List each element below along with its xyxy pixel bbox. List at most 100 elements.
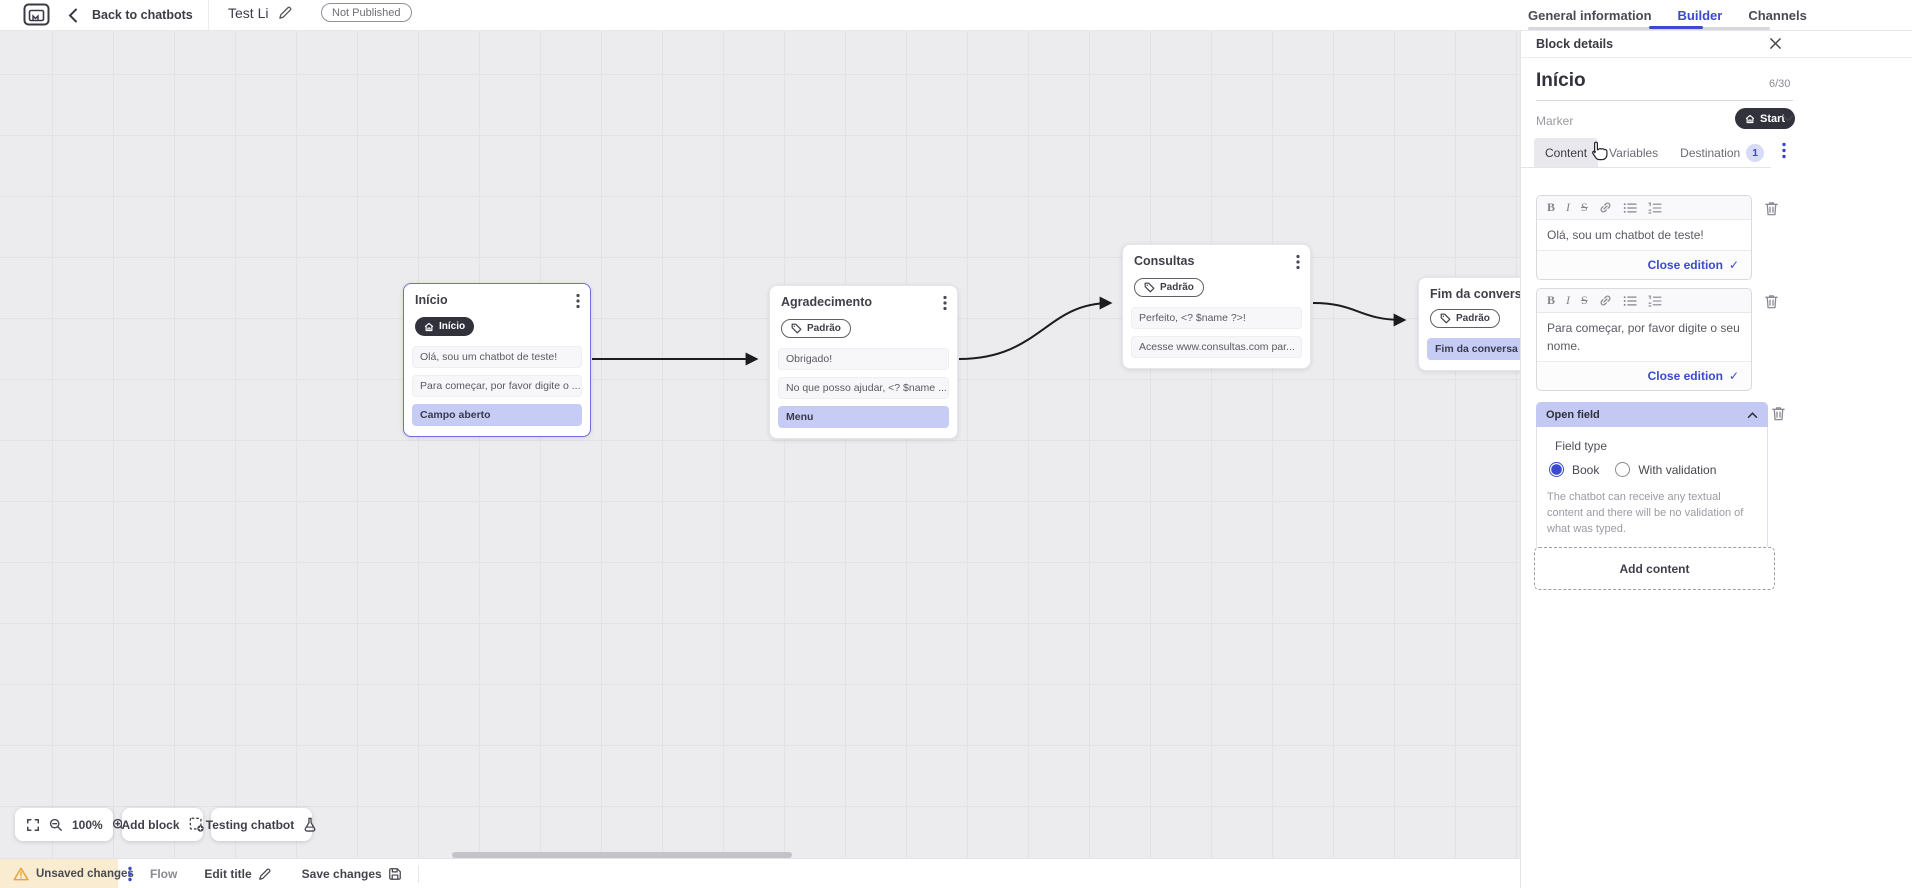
back-to-chatbots-button[interactable]: Back to chatbots bbox=[68, 0, 193, 30]
italic-icon[interactable]: I bbox=[1566, 200, 1571, 214]
top-bar: Back to chatbots Test Li Not Published G… bbox=[0, 0, 1912, 31]
builder-nav-tabs: General information Builder Channels bbox=[1528, 0, 1807, 30]
tag-icon bbox=[1440, 313, 1451, 324]
field-type-label: Field type bbox=[1555, 439, 1608, 453]
content-editor: B I S Para começar, por favor digite o s… bbox=[1536, 288, 1752, 391]
flow-block-inicio[interactable]: Início Início Olá, sou um chatbot de tes… bbox=[403, 283, 591, 437]
strikethrough-icon[interactable]: S bbox=[1581, 293, 1588, 307]
editor-footer: Close edition ✓ bbox=[1537, 250, 1751, 279]
richtext-toolbar: B I S bbox=[1537, 289, 1751, 313]
back-chevron-icon bbox=[68, 8, 78, 23]
zoom-out-icon[interactable] bbox=[49, 818, 63, 832]
numbered-list-icon[interactable] bbox=[1648, 294, 1662, 307]
block-title: Início bbox=[415, 293, 448, 307]
tab-general-information[interactable]: General information bbox=[1528, 7, 1652, 23]
block-content-row[interactable]: Obrigado! bbox=[778, 348, 949, 370]
radio-unselected[interactable] bbox=[1615, 462, 1631, 477]
block-details-panel: Block details Início 6/30 Marker Start C… bbox=[1520, 30, 1912, 888]
block-open-field-row[interactable]: Campo aberto bbox=[412, 404, 582, 426]
block-menu-icon[interactable] bbox=[576, 293, 580, 309]
block-title: Agradecimento bbox=[781, 295, 872, 309]
chatbot-title[interactable]: Test Li bbox=[228, 5, 269, 21]
block-end-row[interactable]: Fim da conversa bbox=[1427, 338, 1520, 360]
numbered-list-icon[interactable] bbox=[1648, 201, 1662, 214]
close-icon[interactable] bbox=[1769, 37, 1782, 50]
testing-chatbot-button[interactable]: Testing chatbot bbox=[206, 808, 316, 841]
flow-canvas[interactable]: Início Início Olá, sou um chatbot de tes… bbox=[0, 30, 1520, 888]
link-icon[interactable] bbox=[1599, 201, 1612, 214]
block-content-row[interactable]: Perfeito, <? $name ?>! bbox=[1131, 307, 1302, 329]
add-block-button[interactable]: Add block bbox=[122, 808, 204, 841]
block-menu-icon[interactable] bbox=[943, 295, 947, 311]
block-menu-icon[interactable] bbox=[1296, 254, 1300, 270]
destination-count-badge: 1 bbox=[1746, 143, 1765, 162]
tabs-divider bbox=[1521, 167, 1771, 168]
tabs-underline-active bbox=[1649, 26, 1703, 29]
trash-icon[interactable] bbox=[1771, 405, 1786, 422]
add-block-icon bbox=[189, 817, 204, 832]
zoom-controls: 100% bbox=[15, 808, 125, 841]
statusbar-divider bbox=[417, 864, 419, 883]
char-counter: 6/30 bbox=[1769, 78, 1791, 90]
horizontal-scrollbar[interactable] bbox=[452, 852, 792, 858]
block-title: Consultas bbox=[1134, 254, 1195, 268]
panel-menu-icon[interactable] bbox=[1782, 142, 1786, 159]
bold-icon[interactable]: B bbox=[1547, 200, 1556, 214]
italic-icon[interactable]: I bbox=[1566, 293, 1571, 307]
panel-title: Block details bbox=[1536, 37, 1614, 51]
chevron-up-icon bbox=[1747, 411, 1758, 419]
statusbar-menu-icon[interactable] bbox=[128, 866, 132, 882]
content-editor: B I S Olá, sou um chatbot de teste! Clos… bbox=[1536, 195, 1752, 280]
editor-text[interactable]: Olá, sou um chatbot de teste! bbox=[1537, 220, 1751, 250]
radio-selected[interactable] bbox=[1549, 462, 1564, 477]
warning-icon bbox=[13, 867, 29, 881]
edit-title-button[interactable]: Edit title bbox=[204, 867, 271, 881]
block-content-row[interactable]: Para começar, por favor digite o ... bbox=[412, 375, 582, 397]
block-marker-badge: Início bbox=[415, 317, 475, 336]
strikethrough-icon[interactable]: S bbox=[1581, 200, 1588, 214]
radio-option-with-validation[interactable]: With validation bbox=[1615, 462, 1716, 477]
block-marker-badge: Padrão bbox=[1430, 309, 1500, 328]
tab-destination[interactable]: Destination 1 bbox=[1669, 138, 1775, 167]
chevron-down-icon[interactable] bbox=[1782, 114, 1794, 123]
block-content-row[interactable]: Acesse www.consultas.com par... bbox=[1131, 336, 1302, 358]
flow-label[interactable]: Flow bbox=[150, 866, 178, 881]
tab-variables[interactable]: Variables bbox=[1609, 145, 1659, 160]
flow-block-agradecimento[interactable]: Agradecimento Padrão Obrigado! No que po… bbox=[769, 285, 958, 439]
unsaved-changes-indicator: Unsaved changes bbox=[0, 859, 134, 888]
marker-start-pill[interactable]: Start bbox=[1735, 108, 1796, 129]
bold-icon[interactable]: B bbox=[1547, 293, 1556, 307]
trash-icon[interactable] bbox=[1764, 293, 1779, 310]
block-marker-badge: Padrão bbox=[781, 319, 851, 338]
bullet-list-icon[interactable] bbox=[1623, 202, 1637, 214]
edit-title-pencil-icon[interactable] bbox=[278, 5, 293, 20]
zoom-level: 100% bbox=[72, 817, 103, 832]
save-changes-button[interactable]: Save changes bbox=[302, 867, 402, 881]
flow-block-consultas[interactable]: Consultas Padrão Perfeito, <? $name ?>! … bbox=[1122, 244, 1311, 369]
close-edition-button[interactable]: Close edition bbox=[1647, 369, 1723, 383]
tag-icon bbox=[1144, 282, 1155, 293]
add-content-button[interactable]: Add content bbox=[1534, 547, 1775, 590]
tab-builder[interactable]: Builder bbox=[1677, 7, 1723, 23]
marker-label: Marker bbox=[1536, 114, 1574, 128]
back-label: Back to chatbots bbox=[92, 8, 193, 22]
tab-content[interactable]: Content bbox=[1534, 138, 1599, 167]
block-menu-row[interactable]: Menu bbox=[778, 406, 949, 428]
open-field-body: Field type Book With validation The chat… bbox=[1536, 427, 1768, 555]
flow-block-fim-da-conversa[interactable]: Fim da conversa Padrão Fim da conversa bbox=[1418, 277, 1520, 371]
topbar-divider bbox=[208, 0, 209, 30]
link-icon[interactable] bbox=[1599, 294, 1612, 307]
tab-channels[interactable]: Channels bbox=[1748, 7, 1807, 23]
block-content-row[interactable]: Olá, sou um chatbot de teste! bbox=[412, 346, 582, 368]
open-field-header[interactable]: Open field bbox=[1536, 402, 1768, 427]
home-icon bbox=[1745, 114, 1755, 124]
block-content-row[interactable]: No que posso ajudar, <? $name ... bbox=[778, 377, 949, 399]
radio-option-book[interactable]: Book bbox=[1549, 462, 1599, 477]
close-edition-button[interactable]: Close edition bbox=[1647, 258, 1723, 272]
trash-icon[interactable] bbox=[1764, 200, 1779, 217]
bullet-list-icon[interactable] bbox=[1623, 295, 1637, 307]
editor-text[interactable]: Para começar, por favor digite o seu nom… bbox=[1537, 313, 1751, 361]
fullscreen-icon[interactable] bbox=[26, 818, 40, 832]
block-name-input[interactable]: Início bbox=[1536, 70, 1793, 101]
status-bar: Unsaved changes Flow Edit title Save cha… bbox=[0, 858, 1520, 888]
